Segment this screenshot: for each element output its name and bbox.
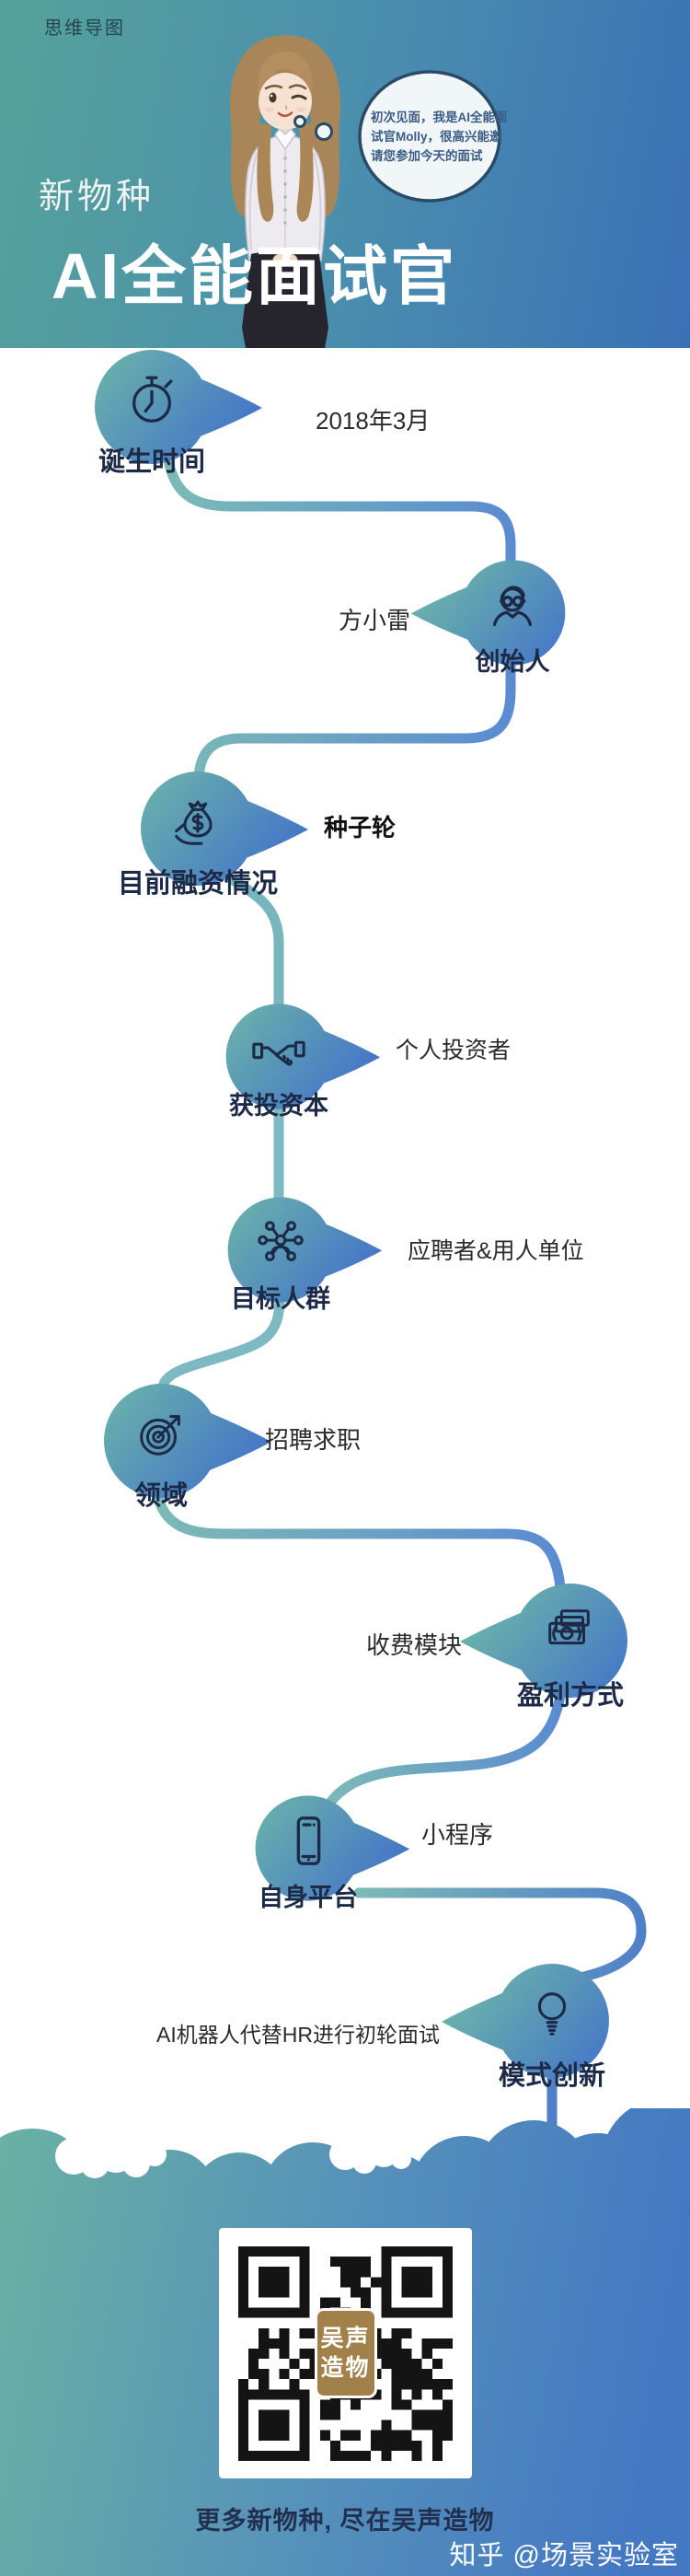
node-value: 个人投资者 <box>396 1038 512 1063</box>
interviewer-girl-illustration <box>229 35 341 348</box>
node-value: 小程序 <box>421 1821 494 1849</box>
zhihu-watermark: 知乎 @场景实验室 <box>449 2541 679 2570</box>
node-label: 领域 <box>133 1481 189 1511</box>
qr-code-panel: 吴声 造物 <box>219 2228 472 2478</box>
kicker-title: 新物种 <box>39 178 155 216</box>
node-bubble-shape <box>410 560 566 666</box>
node-label: 模式创新 <box>498 2061 606 2091</box>
node-bubble-shape <box>227 1197 383 1303</box>
founder-avatar-icon <box>492 586 533 626</box>
qr-code <box>238 2246 453 2461</box>
node-bubble-shape <box>255 1795 410 1901</box>
page-title: AI全能面试官 <box>52 240 457 312</box>
bubble-line-2: 试官Molly，很高兴能邀 <box>371 130 502 144</box>
node-value: 招聘求职 <box>265 1426 362 1454</box>
timeline-node-revenue: 盈利方式 <box>457 1576 632 1711</box>
bubble-line-3: 请您参加今天的面试 <box>371 149 483 163</box>
node-label: 目前融资情况 <box>117 869 279 899</box>
stopwatch-icon <box>132 376 173 423</box>
node-bubble-shape <box>95 350 262 464</box>
node-label: 盈利方式 <box>516 1681 625 1711</box>
node-label: 创始人 <box>475 648 550 676</box>
header-banner: 思维导图 <box>0 0 690 348</box>
node-value: 方小雷 <box>339 607 411 634</box>
node-value: 2018年3月 <box>316 407 431 435</box>
banknotes-icon <box>548 1609 590 1645</box>
qr-center-badge: 吴声 造物 <box>314 2308 377 2398</box>
handshake-icon <box>252 1040 305 1066</box>
node-value: 种子轮 <box>324 814 397 841</box>
timeline-node-platform: 自身平台 <box>251 1789 412 1911</box>
node-label: 诞生时间 <box>98 447 206 477</box>
thought-bubble <box>293 70 501 203</box>
node-value: 应聘者&用人单位 <box>408 1238 584 1264</box>
timeline-node-target-group: 目标人群 <box>224 1190 385 1313</box>
people-network-icon <box>258 1221 304 1261</box>
timeline-node-funding: 目前融资情况 <box>118 764 311 899</box>
node-label: 自身平台 <box>259 1884 358 1911</box>
bubble-line-1: 初次见面，我是AI全能面 <box>371 110 508 124</box>
qr-badge-line-1: 吴声 <box>320 2325 371 2351</box>
qr-badge-line-2: 造物 <box>320 2355 371 2381</box>
timeline-node-investors: 获投资本 <box>222 997 383 1120</box>
timeline-node-innovation: 模式创新 <box>439 1956 614 2091</box>
node-label: 获投资本 <box>229 1092 328 1120</box>
target-icon <box>140 1415 180 1456</box>
footer-caption: 更多新物种, 尽在吴声造物 <box>195 2507 495 2535</box>
node-bubble-shape <box>460 1584 627 1698</box>
node-label: 目标人群 <box>231 1285 330 1313</box>
timeline-node-field: 领域 <box>99 1376 274 1511</box>
hanging-cloud-cutouts <box>55 2136 411 2178</box>
node-value: 收费模块 <box>366 1631 463 1659</box>
node-value: AI机器人代替HR进行初轮面试 <box>156 2023 440 2047</box>
node-bubble-shape <box>442 1964 609 2078</box>
timeline-node-founder: 创始人 <box>408 553 569 676</box>
thought-bubble-text: 初次见面，我是AI全能面 试官Molly，很高兴能邀 请您参加今天的面试 <box>371 108 508 166</box>
smartphone-icon <box>296 1816 321 1865</box>
corner-tag: 思维导图 <box>44 18 125 39</box>
money-bag-icon <box>175 800 213 845</box>
timeline-node-birth-time: 诞生时间 <box>90 342 265 477</box>
lightbulb-icon <box>537 1992 567 2036</box>
